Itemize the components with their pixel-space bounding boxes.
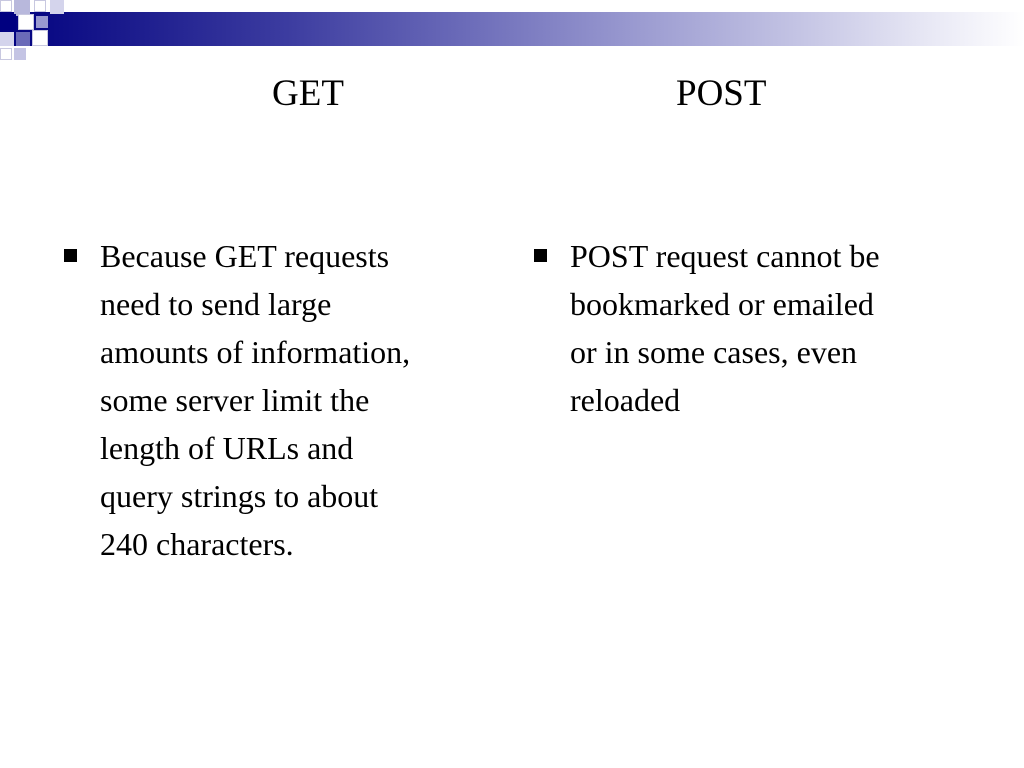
decor-square — [50, 0, 64, 14]
get-column: Because GET requests need to send large … — [60, 232, 500, 568]
bullet-line: amounts of information, — [100, 334, 411, 370]
decor-square — [0, 0, 12, 12]
decor-square — [0, 14, 16, 30]
bullet-item: POST request cannot be bookmarked or ema… — [530, 232, 970, 424]
decor-square — [18, 14, 34, 30]
decor-square — [14, 48, 26, 60]
header-gradient-bar — [0, 12, 1024, 46]
bullet-line: POST request cannot be — [570, 238, 880, 274]
bullet-line: some server limit the — [100, 382, 370, 418]
heading-get: GET — [272, 73, 344, 114]
decor-square — [0, 32, 14, 46]
heading-post: POST — [676, 73, 767, 114]
bullet-line: reloaded — [570, 382, 681, 418]
bullet-item: Because GET requests need to send large … — [60, 232, 500, 568]
square-bullet-icon — [534, 249, 547, 262]
bullet-line: length of URLs and — [100, 430, 354, 466]
decor-square — [32, 30, 48, 46]
decor-square — [0, 48, 12, 60]
bullet-line: need to send large — [100, 286, 332, 322]
square-bullet-icon — [64, 249, 77, 262]
bullet-line: query strings to about — [100, 478, 379, 514]
post-column: POST request cannot be bookmarked or ema… — [530, 232, 970, 424]
bullet-line: Because GET requests — [100, 238, 390, 274]
bullet-line: bookmarked or emailed — [570, 286, 874, 322]
bullet-line: or in some cases, even — [570, 334, 858, 370]
decor-square — [34, 0, 46, 12]
decor-square — [16, 32, 30, 46]
decor-square — [14, 0, 30, 16]
decor-square — [36, 16, 48, 28]
bullet-line: 240 characters. — [100, 526, 294, 562]
